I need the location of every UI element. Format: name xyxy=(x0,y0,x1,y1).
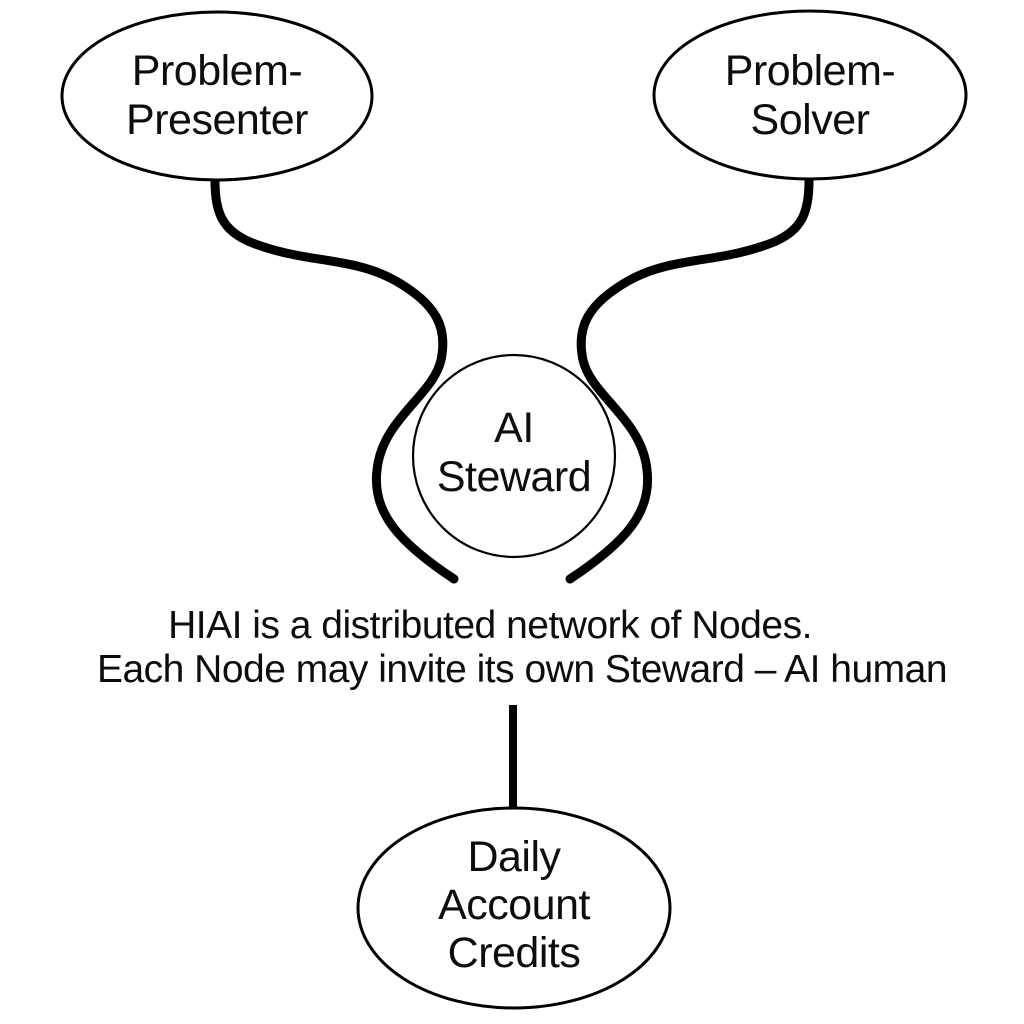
presenter-label-line2: Presenter xyxy=(126,96,308,144)
solver-to-hub-connector xyxy=(565,176,814,584)
presenter-label: Problem- Presenter xyxy=(37,47,397,145)
credits-label-line1: Daily xyxy=(467,833,561,881)
steward-label-line2: Steward xyxy=(436,453,592,501)
caption-text: HIAI is a distributed network of Nodes. … xyxy=(0,604,1024,692)
presenter-to-hub-connector xyxy=(210,176,459,584)
credits-label-line3: Credits xyxy=(447,929,581,977)
credits-label: Daily Account Credits xyxy=(334,833,694,977)
solver-label: Problem- Solver xyxy=(630,47,990,145)
caption-line-1: HIAI is a distributed network of Nodes. xyxy=(168,604,812,647)
steward-circle xyxy=(411,353,617,559)
caption-line-2: Each Node may invite its own Steward – A… xyxy=(96,648,948,691)
steward-label: AI Steward xyxy=(334,404,694,502)
solver-ellipse xyxy=(652,9,968,181)
steward-label-line1: AI xyxy=(494,404,534,452)
presenter-label-line1: Problem- xyxy=(131,47,303,95)
presenter-ellipse xyxy=(60,10,374,182)
credits-label-line2: Account xyxy=(438,881,590,929)
solver-label-line1: Problem- xyxy=(724,47,896,95)
credits-ellipse xyxy=(356,806,672,1010)
solver-label-line2: Solver xyxy=(750,96,870,144)
